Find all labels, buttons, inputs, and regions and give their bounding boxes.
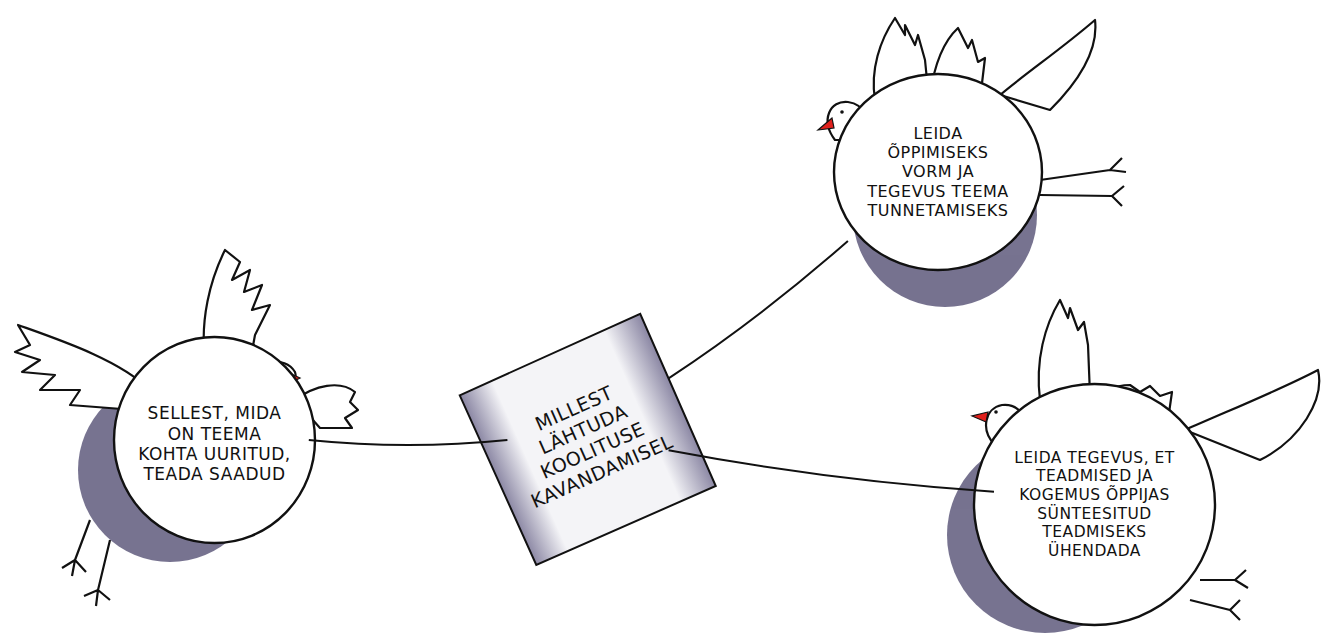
bird-feet [1190,570,1248,620]
banner-string [669,450,994,491]
bird-parts [15,18,1319,620]
bird-tail [1185,370,1319,460]
body-ellipse [974,384,1215,625]
bird-feet [1040,158,1126,206]
bird-eye [994,410,998,414]
bird-feet [62,520,110,606]
banner-string [669,241,848,378]
sheet-polygon [459,314,716,566]
node-text: LEIDA ÕPPIMISEKS VORM JA TEGEVUS TEEMA T… [862,124,1014,220]
bird-body: LEIDA TEGEVUS, ET TEADMISED JA KOGEMUS Õ… [972,382,1217,627]
node-text: LEIDA TEGEVUS, ET TEADMISED JA KOGEMUS Õ… [1004,449,1185,561]
banner-string [309,440,508,445]
body-ellipse [114,337,315,543]
bird-body: SELLEST, MIDA ON TEEMA KOHTA UURITUD, TE… [112,335,317,545]
shadow-circles [78,123,1143,633]
bird-eye [840,110,844,114]
body-ellipse [834,74,1042,270]
bird-tail [1000,20,1095,110]
banner-sheet: MILLEST LÄHTUDA KOOLITUSE KAVANDAMISEL [458,313,718,568]
node-text: SELLEST, MIDA ON TEEMA KOHTA UURITUD, TE… [138,403,291,485]
bird-body: LEIDA ÕPPIMISEKS VORM JA TEGEVUS TEEMA T… [832,72,1044,272]
bird-beak [818,118,834,130]
bird-beak [972,412,988,422]
